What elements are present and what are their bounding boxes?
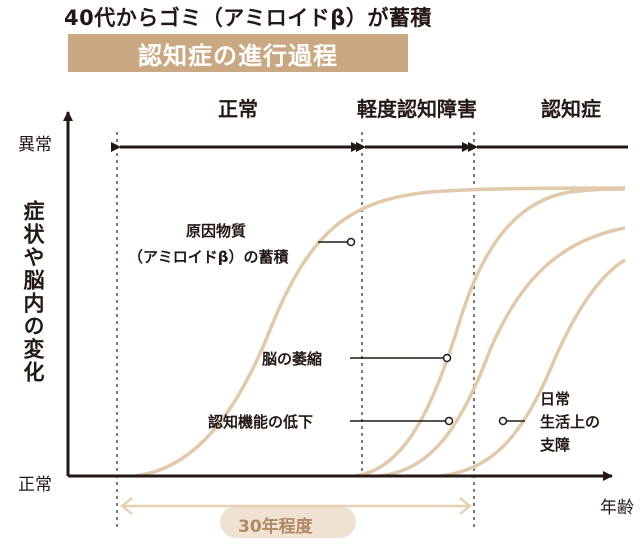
stage-label-normal: 正常 [218,97,258,121]
curve-atrophy [354,187,626,478]
span-arrow [119,497,473,515]
curve-daily-life [439,258,626,478]
y-bottom-label: 正常 [18,475,52,495]
annotation-daily-line2: 生活上の [540,413,600,431]
annotation-cognitive: 認知機能の低下 [208,413,313,431]
y-axis-label: 症状や脳内の変化 [21,200,45,384]
marker-daily [498,416,508,426]
curve-cognitive [379,226,626,478]
annotation-atrophy: 脳の萎縮 [262,350,322,368]
title-banner: 認知症の進行過程 [68,34,408,72]
page-title: 認知症の進行過程 [138,41,338,70]
annotation-amyloid-line1: 原因物質 [186,222,246,240]
curve-amyloid [134,186,626,478]
annotation-daily-line1: 日常 [540,390,570,408]
marker-amyloid [346,237,356,247]
stage-label-mci: 軽度認知障害 [357,97,477,121]
stage-label-dementia: 認知症 [541,97,601,121]
marker-cognitive [444,416,454,426]
x-axis-label: 年齢 [600,498,634,518]
annotation-amyloid-line2: （アミロイドβ）の蓄積 [128,248,289,266]
subtitle: 40代からゴミ（アミロイドβ）が蓄積 [64,6,432,30]
span-label: 30年程度 [238,517,313,537]
y-top-label: 異常 [18,135,52,155]
span-pill [220,506,356,538]
annotation-daily-line3: 支障 [539,436,570,454]
marker-atrophy [442,353,452,363]
